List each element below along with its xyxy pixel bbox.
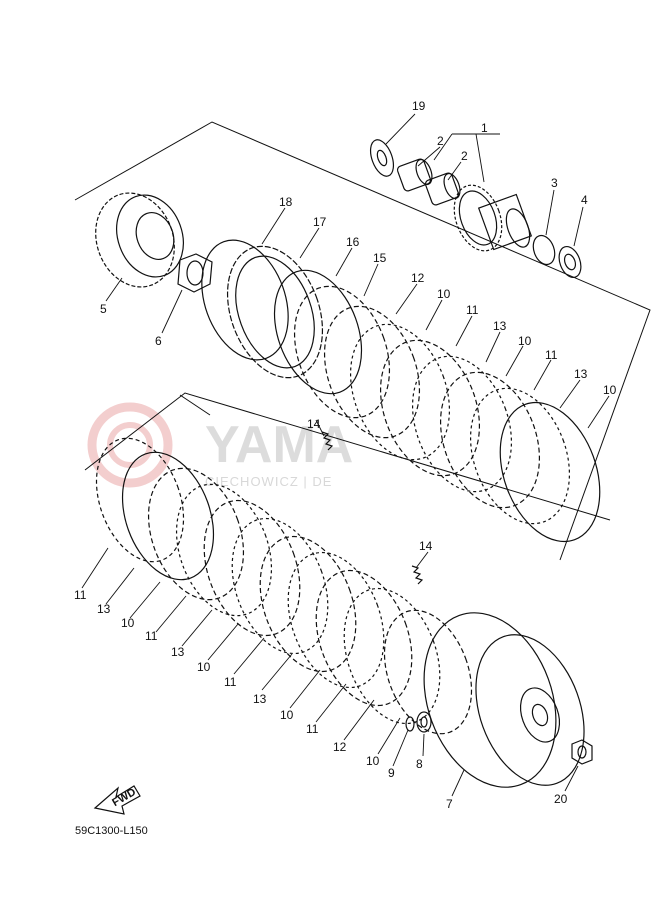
needle-bearing-2 (424, 172, 461, 206)
callout-12: 12 (411, 271, 425, 285)
upper-frame (74, 121, 651, 561)
spring-upper (321, 431, 334, 451)
callout-11: 11 (224, 675, 237, 689)
callout-2: 2 (461, 149, 468, 163)
upper-plate-stack (201, 239, 601, 543)
callout-10: 10 (518, 334, 532, 348)
clutch-boss (95, 192, 184, 288)
watermark-tagline: CIECHOWICZ | DE (205, 474, 332, 489)
callout-17: 17 (313, 215, 327, 229)
callout-10: 10 (437, 287, 451, 301)
lock-nut (177, 253, 213, 293)
callout-18: 18 (279, 195, 293, 209)
callout-11: 11 (74, 588, 87, 602)
lower-plate-stack (95, 437, 473, 735)
callout-10: 10 (121, 616, 135, 630)
callout-19: 19 (412, 99, 426, 113)
primary-driven-gear (453, 184, 533, 252)
callout-6: 6 (155, 334, 162, 348)
nut-20 (571, 739, 593, 765)
collar-8 (416, 711, 432, 733)
watermark-brand: YAMA (205, 416, 353, 474)
callout-12: 12 (333, 740, 347, 754)
callout-16: 16 (346, 235, 360, 249)
fwd-arrow: FWD (93, 785, 141, 815)
callout-13: 13 (574, 367, 588, 381)
callout-4: 4 (581, 193, 588, 207)
callout-13: 13 (171, 645, 185, 659)
callout-11: 11 (306, 722, 319, 736)
callout-10: 10 (197, 660, 211, 674)
callout-13: 13 (97, 602, 111, 616)
clutch-housing (423, 612, 585, 788)
callout-11: 11 (466, 303, 479, 317)
callout-9: 9 (388, 766, 395, 780)
callout-14: 14 (419, 539, 433, 553)
callout-2: 2 (437, 134, 444, 148)
spring-lower (411, 565, 424, 585)
callout-15: 15 (373, 251, 387, 265)
callout-7: 7 (446, 797, 453, 811)
fwd-label: FWD (110, 786, 138, 809)
callout-11: 11 (545, 348, 558, 362)
washer-19 (369, 139, 395, 177)
leader-lines (81, 113, 610, 797)
spacer-3 (532, 234, 556, 266)
thrust-washer-4 (558, 245, 582, 279)
callout-8: 8 (416, 757, 423, 771)
callout-13: 13 (253, 692, 267, 706)
callout-3: 3 (551, 176, 558, 190)
drawing-code: 59C1300-L150 (75, 825, 148, 837)
callout-10: 10 (603, 383, 617, 397)
callout-10: 10 (280, 708, 294, 722)
lower-frame (84, 392, 611, 521)
washer-9 (405, 716, 415, 732)
callout-20: 20 (554, 792, 568, 806)
callout-10: 10 (366, 754, 380, 768)
callout-labels: 19 1 2 2 3 4 5 6 18 17 16 15 12 10 11 13… (74, 99, 617, 811)
needle-bearing-1 (396, 158, 433, 192)
callout-13: 13 (493, 319, 507, 333)
callout-14: 14 (307, 417, 321, 431)
callout-1: 1 (481, 121, 488, 135)
callout-5: 5 (100, 302, 107, 316)
callout-11: 11 (145, 629, 158, 643)
